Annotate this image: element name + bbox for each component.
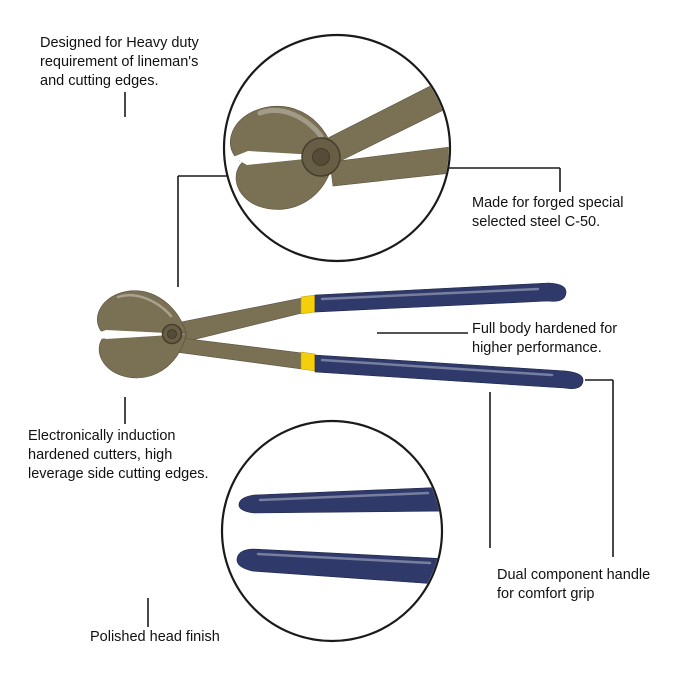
pliers-illustration — [95, 282, 584, 389]
pliers-lower-arm — [167, 336, 303, 370]
closeup-lower-arm — [329, 145, 449, 187]
lower-handle — [314, 354, 584, 389]
callout-full-body: Full body hardened for higher performanc… — [472, 321, 618, 357]
closeup-rivet-center — [312, 148, 330, 166]
callout-polished: Polished head finish — [90, 629, 220, 645]
lower-handle-highlight — [320, 358, 554, 377]
closeup-head-highlight — [257, 107, 324, 139]
lower-jaw — [98, 331, 187, 379]
callout-dual-handle: Dual component handle for comfort grip — [497, 567, 651, 603]
callout-heavy-duty: Designed for Heavy duty requirement of l… — [40, 35, 199, 90]
callout-induction: Electronically induction hardened cutter… — [28, 428, 209, 483]
handle-closeup-frame — [220, 419, 444, 643]
head-closeup-circle — [222, 33, 452, 263]
callout-lines — [124, 92, 614, 627]
handle-closeup-circle — [220, 419, 444, 643]
handle-closeup-illustration — [236, 486, 441, 586]
closeup-upper-tip-highlight — [258, 491, 430, 502]
head-highlight — [116, 294, 173, 318]
closeup-lower-tip-highlight — [256, 552, 432, 565]
lower-yellow-band — [300, 351, 316, 372]
callout-forged-steel: Made for forged special selected steel C… — [472, 195, 624, 231]
upper-handle-highlight — [320, 287, 540, 301]
closeup-upper-handle-tip — [238, 486, 441, 514]
closeup-lower-handle-tip — [236, 548, 441, 586]
upper-yellow-band — [300, 294, 316, 315]
upper-handle — [314, 282, 567, 313]
pliers-upper-arm — [175, 297, 303, 344]
upper-jaw — [97, 290, 187, 338]
pivot-rivet-center — [167, 329, 177, 339]
jaw-gap — [95, 330, 186, 339]
closeup-jaw-gap — [233, 151, 334, 165]
